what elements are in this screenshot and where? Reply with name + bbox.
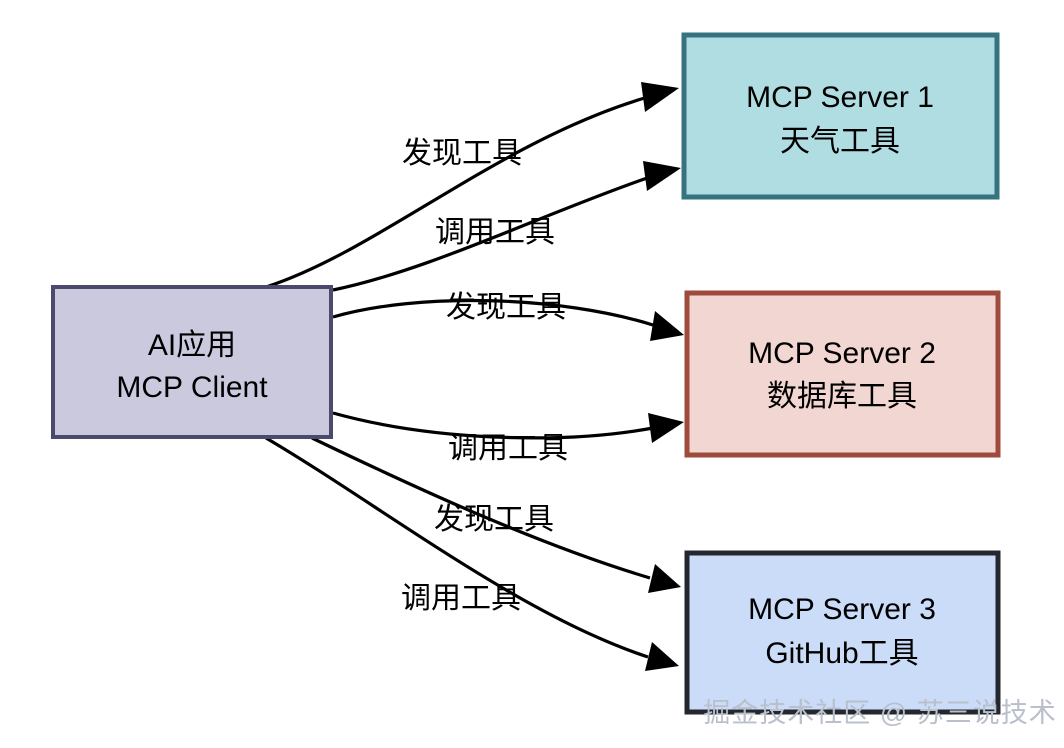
edge-label: 调用工具 xyxy=(448,432,568,465)
node-subtitle: 天气工具 xyxy=(780,125,900,158)
edge-line xyxy=(311,436,651,580)
edge-label: 发现工具 xyxy=(446,291,566,324)
node-title: MCP Server 1 xyxy=(746,81,934,114)
node-mcp-server-2[interactable]: MCP Server 2 数据库工具 xyxy=(684,290,1001,458)
arrow-head-icon xyxy=(648,413,684,443)
edge-discover-tools-server1: 发现工具 xyxy=(265,82,679,289)
arrow-head-icon xyxy=(643,161,681,191)
watermark: 掘金技术社区 @ 苏三说技术 xyxy=(703,698,1056,728)
node-title: MCP Server 3 xyxy=(748,593,936,626)
arrow-head-icon xyxy=(648,564,681,593)
node-mcp-server-3[interactable]: MCP Server 3 GitHub工具 xyxy=(684,550,1001,715)
node-box xyxy=(681,32,1000,200)
node-box xyxy=(684,550,1001,715)
edge-line xyxy=(332,175,651,292)
arrow-head-icon xyxy=(650,311,684,341)
node-subtitle: GitHub工具 xyxy=(765,637,918,670)
edge-line xyxy=(265,95,649,289)
node-subtitle: 数据库工具 xyxy=(767,380,917,413)
node-title: MCP Server 2 xyxy=(748,337,936,370)
node-title: AI应用 xyxy=(148,329,236,362)
arrow-head-icon xyxy=(645,642,679,671)
edge-line xyxy=(332,411,654,440)
arrow-head-icon xyxy=(641,82,679,112)
node-mcp-client[interactable]: AI应用 MCP Client xyxy=(51,285,333,439)
edge-label: 发现工具 xyxy=(402,137,522,170)
edge-line xyxy=(332,298,654,327)
edge-label: 调用工具 xyxy=(435,216,555,249)
edge-discover-tools-server2: 发现工具 xyxy=(332,291,684,341)
edge-label: 调用工具 xyxy=(401,582,521,615)
edge-label: 发现工具 xyxy=(434,503,554,536)
edge-call-tools-server1: 调用工具 xyxy=(332,161,681,292)
node-mcp-server-1[interactable]: MCP Server 1 天气工具 xyxy=(681,32,1000,200)
edge-discover-tools-server3: 发现工具 xyxy=(311,436,681,593)
edge-line xyxy=(265,436,649,659)
edge-call-tools-server2: 调用工具 xyxy=(332,411,684,465)
edge-call-tools-server3: 调用工具 xyxy=(265,436,679,671)
node-subtitle: MCP Client xyxy=(116,371,268,404)
node-box xyxy=(51,285,333,439)
node-box xyxy=(684,290,1001,458)
